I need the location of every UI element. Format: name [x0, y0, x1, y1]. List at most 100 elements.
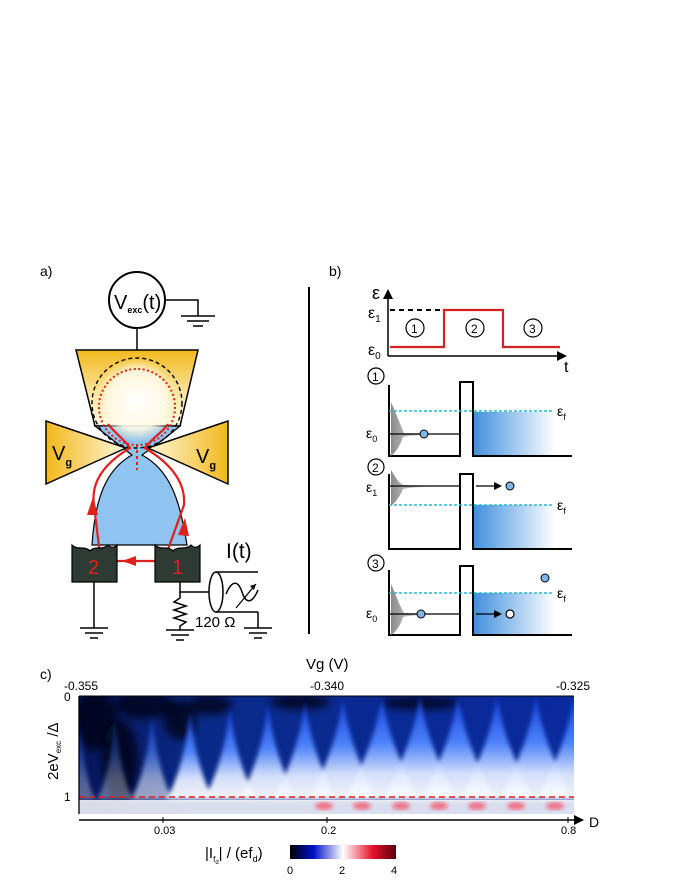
- heatmap-red-spot: [315, 802, 333, 810]
- hole-dot: [505, 609, 515, 619]
- panel-b: b) ε t ε1 ε0 1 2 3 1 ε0: [329, 263, 572, 636]
- heatmap: [79, 696, 602, 814]
- excitation-step: [390, 308, 560, 349]
- heatmap-red-spot: [546, 802, 564, 810]
- panel-a: a) Vexc(t) Vg Vg: [40, 263, 272, 641]
- heatmap-red-spot: [584, 802, 602, 810]
- energy-axis-label: ε: [372, 283, 380, 303]
- ground-icon: [166, 629, 194, 641]
- gate-left: [45, 419, 129, 486]
- resistor-label: 120 Ω: [195, 614, 235, 631]
- y-axis-title: 2eVexc /Δ: [45, 722, 63, 780]
- y-tick-label: 1: [64, 790, 71, 804]
- heatmap-peaks: [79, 696, 574, 800]
- dos-broadening: [391, 470, 445, 506]
- colorbar-tick: 4: [391, 865, 397, 877]
- dos-broadening: [391, 584, 445, 635]
- top-tick-label: -0.340: [310, 679, 344, 693]
- coax-end: [208, 571, 224, 613]
- panel-a-label: a): [40, 263, 52, 279]
- colorbar: [290, 845, 396, 859]
- y-tick-label: 0: [64, 690, 71, 704]
- subpanel-2: 2 ε1 εf: [366, 458, 572, 550]
- time-axis-label: t: [564, 359, 569, 376]
- coax-body: [216, 571, 258, 613]
- heatmap-red-spot: [392, 802, 410, 810]
- bottom-tick-label: 0.8: [561, 825, 576, 837]
- colorbar-tick: 2: [339, 865, 345, 877]
- electron-dot: [416, 609, 426, 619]
- dot-box: [388, 473, 572, 550]
- dashed-circle-outer: [91, 357, 183, 449]
- subpanel-3: 3 ε0 εf: [366, 554, 572, 636]
- bottom-tick-label: 0.2: [321, 825, 336, 837]
- level-label: ε0: [366, 425, 377, 444]
- contact-2: [71, 543, 118, 583]
- svg-text:1: 1: [411, 322, 418, 336]
- energy-axis-arrow: [383, 289, 393, 299]
- gate-right-label: Vg: [196, 446, 216, 472]
- heatmap-red-spot: [468, 802, 486, 810]
- subpanel-number: 1: [372, 370, 379, 384]
- top-tick-label: -0.355: [64, 679, 98, 693]
- heatmap-peak: [203, 708, 257, 800]
- voltage-source-label: Vexc(t): [114, 292, 161, 315]
- edge-channel-path: [92, 423, 186, 556]
- bottom-tick-label: 0.03: [154, 825, 175, 837]
- top-tick-label: -0.325: [556, 679, 590, 693]
- subpanel-number: 3: [372, 557, 379, 571]
- svg-text:2: 2: [471, 322, 478, 336]
- panel-b-label: b): [329, 263, 341, 279]
- colorbar-title: |Ifd| / (efd): [205, 845, 263, 866]
- heatmap-peak: [96, 717, 134, 800]
- heatmap-noise-patch: [270, 696, 330, 710]
- level-0-label: ε0: [368, 342, 381, 362]
- heatmap-peak: [79, 720, 96, 800]
- top-axis-title: Vg (V): [306, 656, 349, 673]
- panel-c-label: c): [40, 666, 52, 682]
- fermi-label: εf: [557, 497, 566, 516]
- heatmap-peak: [166, 711, 214, 800]
- heatmap-peak: [130, 714, 174, 800]
- emitted-electron-dot: [540, 573, 550, 583]
- contact-1: [154, 543, 201, 583]
- colorbar-tick: 0: [287, 865, 293, 877]
- resistor-icon: [171, 592, 189, 630]
- gate-left-label: Vg: [52, 443, 72, 469]
- dot-box: [388, 381, 572, 457]
- svg-text:3: 3: [529, 322, 536, 336]
- heatmap-red-spot: [507, 802, 525, 810]
- contact-1-label: 1: [172, 557, 183, 579]
- bottom-axis-arrow: [574, 815, 584, 825]
- ground-icon: [181, 315, 215, 327]
- contact-2-label: 2: [88, 557, 99, 579]
- ac-source-icon: [225, 582, 259, 602]
- ground-icon: [80, 627, 108, 639]
- current-label: I(t): [226, 540, 252, 563]
- subpanel-1: 1 ε0 εf: [366, 367, 572, 457]
- subpanel-number: 2: [372, 461, 379, 475]
- heatmap-red-spot: [353, 802, 371, 810]
- dos-broadening: [391, 402, 445, 456]
- level-label: ε1: [366, 479, 377, 498]
- heatmap-noise-patch: [115, 696, 175, 719]
- bottom-axis-title: D: [589, 814, 599, 830]
- step-markers: 1 2 3: [405, 318, 543, 338]
- fermi-label: εf: [557, 403, 566, 422]
- source-wire: [165, 299, 199, 316]
- ground-icon: [244, 627, 272, 639]
- ac-arrow-head: [250, 584, 256, 590]
- electron-dot: [419, 429, 429, 439]
- dot-box: [388, 565, 572, 636]
- level-1-label: ε1: [368, 305, 381, 325]
- time-axis-arrow: [557, 351, 567, 361]
- level-label: ε0: [366, 605, 377, 624]
- heatmap-red-spots: [315, 802, 602, 810]
- heatmap-peak: [537, 696, 574, 800]
- heatmap-peak: [239, 705, 297, 800]
- panel-c: c) Vg (V) -0.355 -0.340 -0.325 0 1 2eVex…: [40, 656, 602, 877]
- electron-dot: [505, 481, 515, 491]
- injection-glow: [95, 358, 179, 442]
- heatmap-red-spot: [430, 802, 448, 810]
